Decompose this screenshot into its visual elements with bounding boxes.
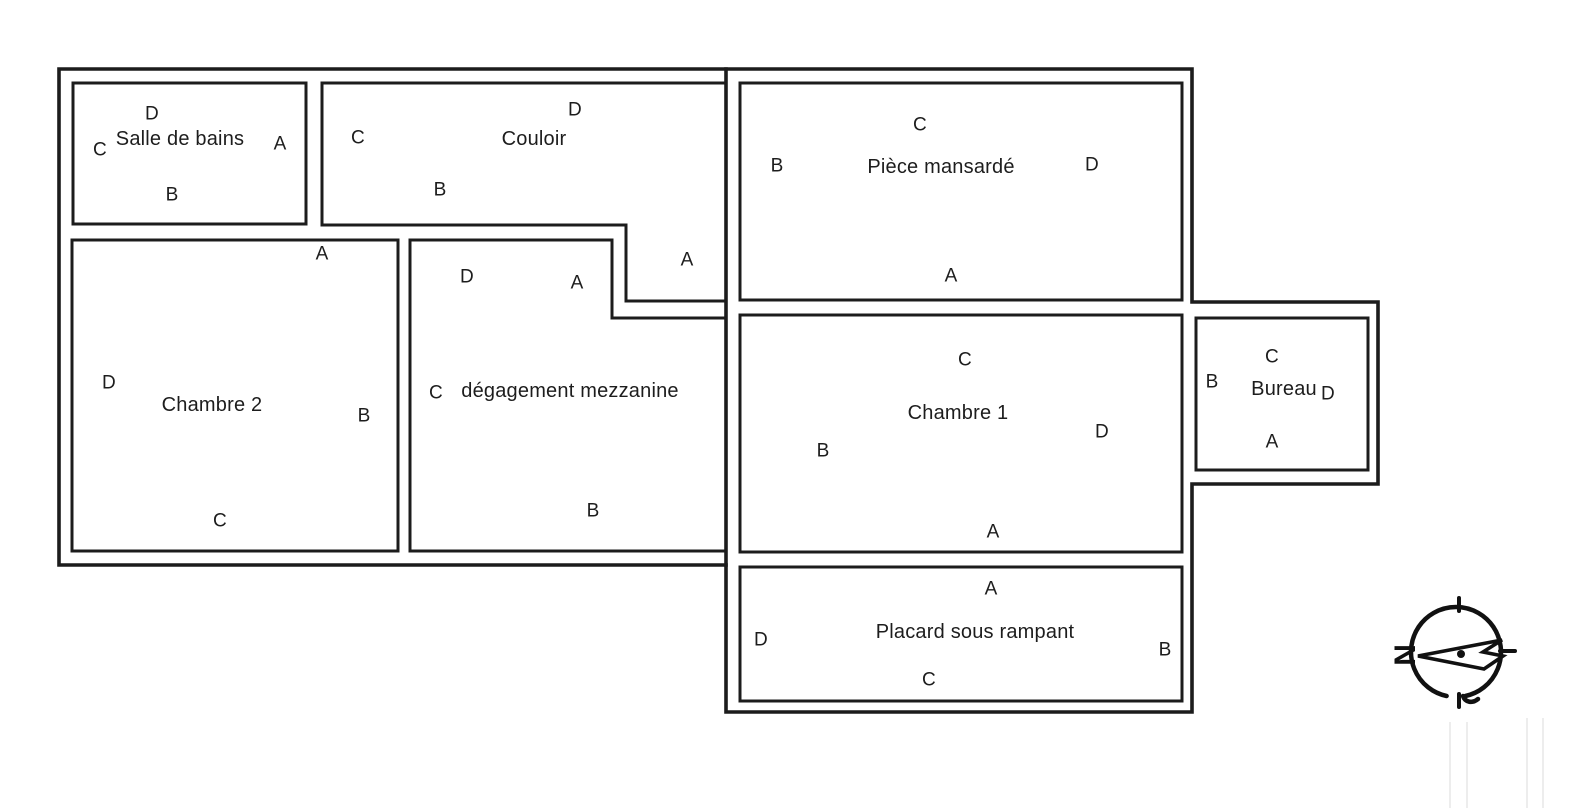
- wall-label-chambre-2-top: A: [315, 243, 329, 265]
- room-salle-de-bains-walls: [71, 81, 308, 226]
- wall-label-bureau-left: B: [1205, 371, 1219, 393]
- compass-circle-hook: [1460, 693, 1481, 705]
- wall-label-chambre-2-bottom: C: [213, 510, 227, 532]
- room-degagement-mezzanine-walls: [408, 238, 728, 553]
- wall-label-bureau-top: C: [1265, 346, 1279, 368]
- room-chambre-1-walls: [738, 313, 1184, 554]
- wall-label-degagement-mezzanine-top: D: [460, 266, 474, 288]
- wall-label-placard-sous-rampant-top: A: [984, 578, 998, 600]
- room-couloir-walls: [320, 81, 728, 303]
- wall-label-degagement-mezzanine-bottom: B: [586, 500, 600, 522]
- wall-label-couloir-left: C: [351, 127, 365, 149]
- room-piece-mansarde-walls: [738, 81, 1184, 302]
- room-name-piece-mansarde: Pièce mansardé: [867, 156, 1015, 178]
- compass-circle: [1408, 604, 1504, 699]
- room-name-bureau: Bureau: [1251, 378, 1317, 400]
- wall-label-couloir-bottom: B: [433, 179, 447, 201]
- room-name-chambre-1: Chambre 1: [907, 402, 1009, 424]
- wall-label-placard-sous-rampant-left: D: [754, 629, 768, 651]
- wall-label-salle-de-bains-bottom: B: [165, 184, 179, 206]
- room-placard-sous-rampant-walls: [738, 565, 1184, 703]
- room-chambre-2-walls: [70, 238, 400, 553]
- wall-label-chambre-1-bottom: A: [986, 521, 1000, 543]
- wall-label-salle-de-bains-top: D: [145, 103, 159, 125]
- outer-boundary-wall: [57, 67, 1380, 714]
- room-name-salle-de-bains: Salle de bains: [115, 128, 245, 150]
- compass-north-letter: N: [1388, 644, 1421, 666]
- wall-label-bureau-bottom: A: [1265, 431, 1279, 453]
- wall-label-couloir-top: D: [568, 99, 582, 121]
- wall-label-salle-de-bains-right: A: [273, 133, 287, 155]
- compass-rose: N: [1388, 596, 1517, 709]
- wall-label-piece-mansarde-top: C: [913, 114, 927, 136]
- scan-artifact-lines: [1449, 718, 1544, 808]
- compass-center-dot: [1457, 650, 1465, 658]
- wall-label-placard-sous-rampant-bottom: C: [922, 669, 936, 691]
- wall-label-chambre-1-right: D: [1095, 421, 1109, 443]
- wall-label-bureau-right: D: [1321, 383, 1335, 405]
- room-name-degagement-mezzanine: dégagement mezzanine: [461, 380, 679, 402]
- room-name-couloir: Couloir: [501, 128, 567, 150]
- room-name-chambre-2: Chambre 2: [161, 394, 263, 416]
- wall-label-piece-mansarde-right: D: [1085, 154, 1099, 176]
- wall-label-chambre-1-left: B: [816, 440, 830, 462]
- wall-label-salle-de-bains-left: C: [93, 139, 107, 161]
- room-name-placard-sous-rampant: Placard sous rampant: [875, 621, 1075, 643]
- wall-label-degagement-mezzanine-notch: A: [570, 272, 584, 294]
- wall-label-chambre-2-right: B: [357, 405, 371, 427]
- room-bureau-walls: [1194, 316, 1370, 472]
- wall-label-chambre-1-top: C: [958, 349, 972, 371]
- wall-label-couloir-annex: A: [680, 249, 694, 271]
- wall-label-degagement-mezzanine-left: C: [429, 382, 443, 404]
- wall-label-piece-mansarde-left: B: [770, 155, 784, 177]
- wall-label-placard-sous-rampant-right: B: [1158, 639, 1172, 661]
- wall-label-piece-mansarde-bottom: A: [944, 265, 958, 287]
- wall-label-chambre-2-left: D: [102, 372, 116, 394]
